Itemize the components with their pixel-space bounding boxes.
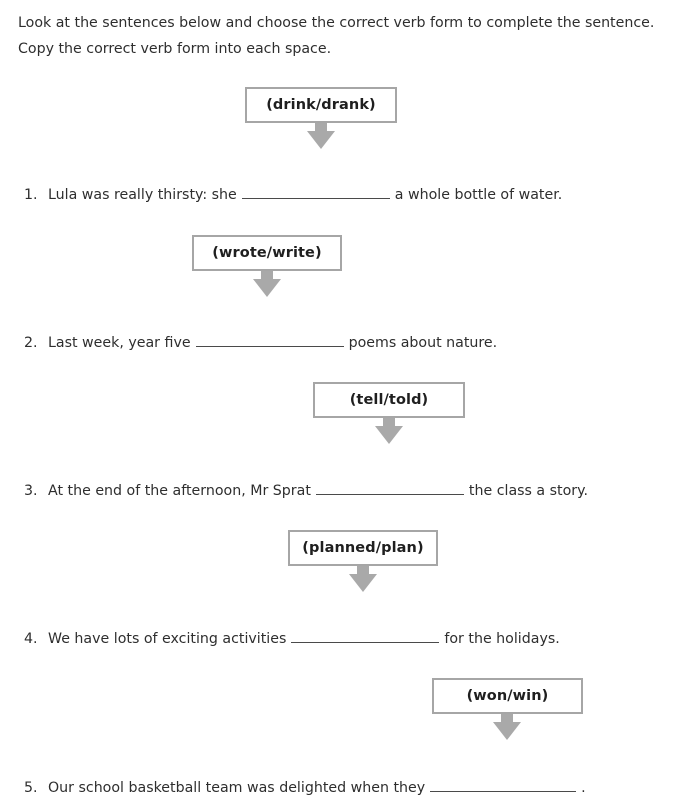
- word-choice-box-3[interactable]: (tell/told): [313, 382, 465, 418]
- arrow-shaft: [357, 566, 369, 575]
- word-choice-box-4[interactable]: (planned/plan): [288, 530, 438, 566]
- arrow-head: [349, 574, 377, 592]
- word-choice-group-5: (won/win): [432, 678, 583, 740]
- word-choice-group-1: (drink/drank): [245, 87, 397, 149]
- word-choice-group-2: (wrote/write): [192, 235, 342, 297]
- down-arrow-icon: [253, 271, 281, 297]
- arrow-head: [493, 722, 521, 740]
- item-number-3: 3.: [24, 483, 38, 499]
- sentence-item-2: 2. Last week, year five poems about natu…: [24, 333, 497, 353]
- word-choice-box-1[interactable]: (drink/drank): [245, 87, 397, 123]
- sentence-item-1: 1. Lula was really thirsty: she a whole …: [24, 185, 562, 205]
- answer-blank-2[interactable]: [195, 333, 344, 347]
- item-number-2: 2.: [24, 335, 38, 351]
- instruction-line-2: Copy the correct verb form into each spa…: [18, 41, 332, 57]
- sentence-text-before-2: Last week, year five: [48, 335, 191, 351]
- answer-blank-4[interactable]: [291, 629, 440, 643]
- sentence-text-before-4: We have lots of exciting activities: [48, 631, 287, 647]
- down-arrow-icon: [307, 123, 335, 149]
- sentence-text-after-2: poems about nature.: [348, 335, 498, 351]
- down-arrow-icon: [375, 418, 403, 444]
- item-number-5: 5.: [24, 780, 38, 796]
- word-choice-box-2[interactable]: (wrote/write): [192, 235, 342, 271]
- arrow-shaft: [261, 271, 273, 280]
- sentence-text-after-5: .: [581, 780, 586, 796]
- arrow-head: [375, 426, 403, 444]
- down-arrow-icon: [493, 714, 521, 740]
- sentence-text-after-4: for the holidays.: [444, 631, 560, 647]
- arrow-head: [253, 279, 281, 297]
- item-number-4: 4.: [24, 631, 38, 647]
- arrow-shaft: [315, 123, 327, 132]
- answer-blank-3[interactable]: [315, 481, 464, 495]
- answer-blank-5[interactable]: [430, 778, 577, 792]
- arrow-head: [307, 131, 335, 149]
- arrow-shaft: [501, 714, 513, 723]
- sentence-text-after-3: the class a story.: [468, 483, 588, 499]
- sentence-item-4: 4. We have lots of exciting activities f…: [24, 629, 560, 649]
- sentence-text-after-1: a whole bottle of water.: [394, 187, 563, 203]
- sentence-text-before-1: Lula was really thirsty: she: [48, 187, 237, 203]
- instructions-block: Look at the sentences below and choose t…: [18, 10, 668, 62]
- sentence-item-3: 3. At the end of the afternoon, Mr Sprat…: [24, 481, 588, 501]
- arrow-shaft: [383, 418, 395, 427]
- word-choice-group-4: (planned/plan): [288, 530, 438, 592]
- item-number-1: 1.: [24, 187, 38, 203]
- sentence-item-5: 5. Our school basketball team was deligh…: [24, 778, 586, 798]
- down-arrow-icon: [349, 566, 377, 592]
- instruction-line-1: Look at the sentences below and choose t…: [18, 15, 655, 31]
- word-choice-box-5[interactable]: (won/win): [432, 678, 583, 714]
- answer-blank-1[interactable]: [241, 185, 390, 199]
- sentence-text-before-5: Our school basketball team was delighted…: [48, 780, 426, 796]
- word-choice-group-3: (tell/told): [313, 382, 465, 444]
- sentence-text-before-3: At the end of the afternoon, Mr Sprat: [48, 483, 311, 499]
